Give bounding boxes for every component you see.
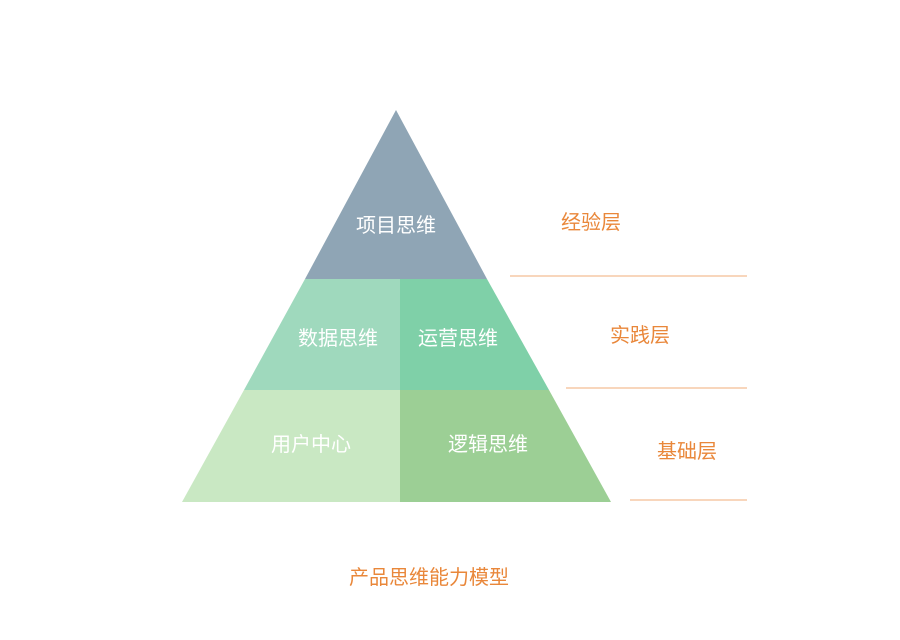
diagram-caption: 产品思维能力模型 xyxy=(349,565,509,589)
pyramid-middle-right-label: 运营思维 xyxy=(418,326,498,350)
layer-label-foundation: 基础层 xyxy=(657,439,717,463)
pyramid-middle-left-segment xyxy=(244,279,400,390)
pyramid-bottom-right-label: 逻辑思维 xyxy=(448,432,528,456)
pyramid-bottom-left-label: 用户中心 xyxy=(271,432,351,456)
pyramid-bottom-left-segment xyxy=(182,390,400,502)
layer-label-practice: 实践层 xyxy=(610,323,670,347)
layer-label-experience: 经验层 xyxy=(561,210,621,234)
pyramid-top-label: 项目思维 xyxy=(356,213,436,237)
pyramid-middle-right-segment xyxy=(400,279,549,390)
pyramid-top-segment xyxy=(305,110,487,279)
pyramid-middle-left-label: 数据思维 xyxy=(298,326,378,350)
pyramid-bottom-right-segment xyxy=(400,390,611,502)
